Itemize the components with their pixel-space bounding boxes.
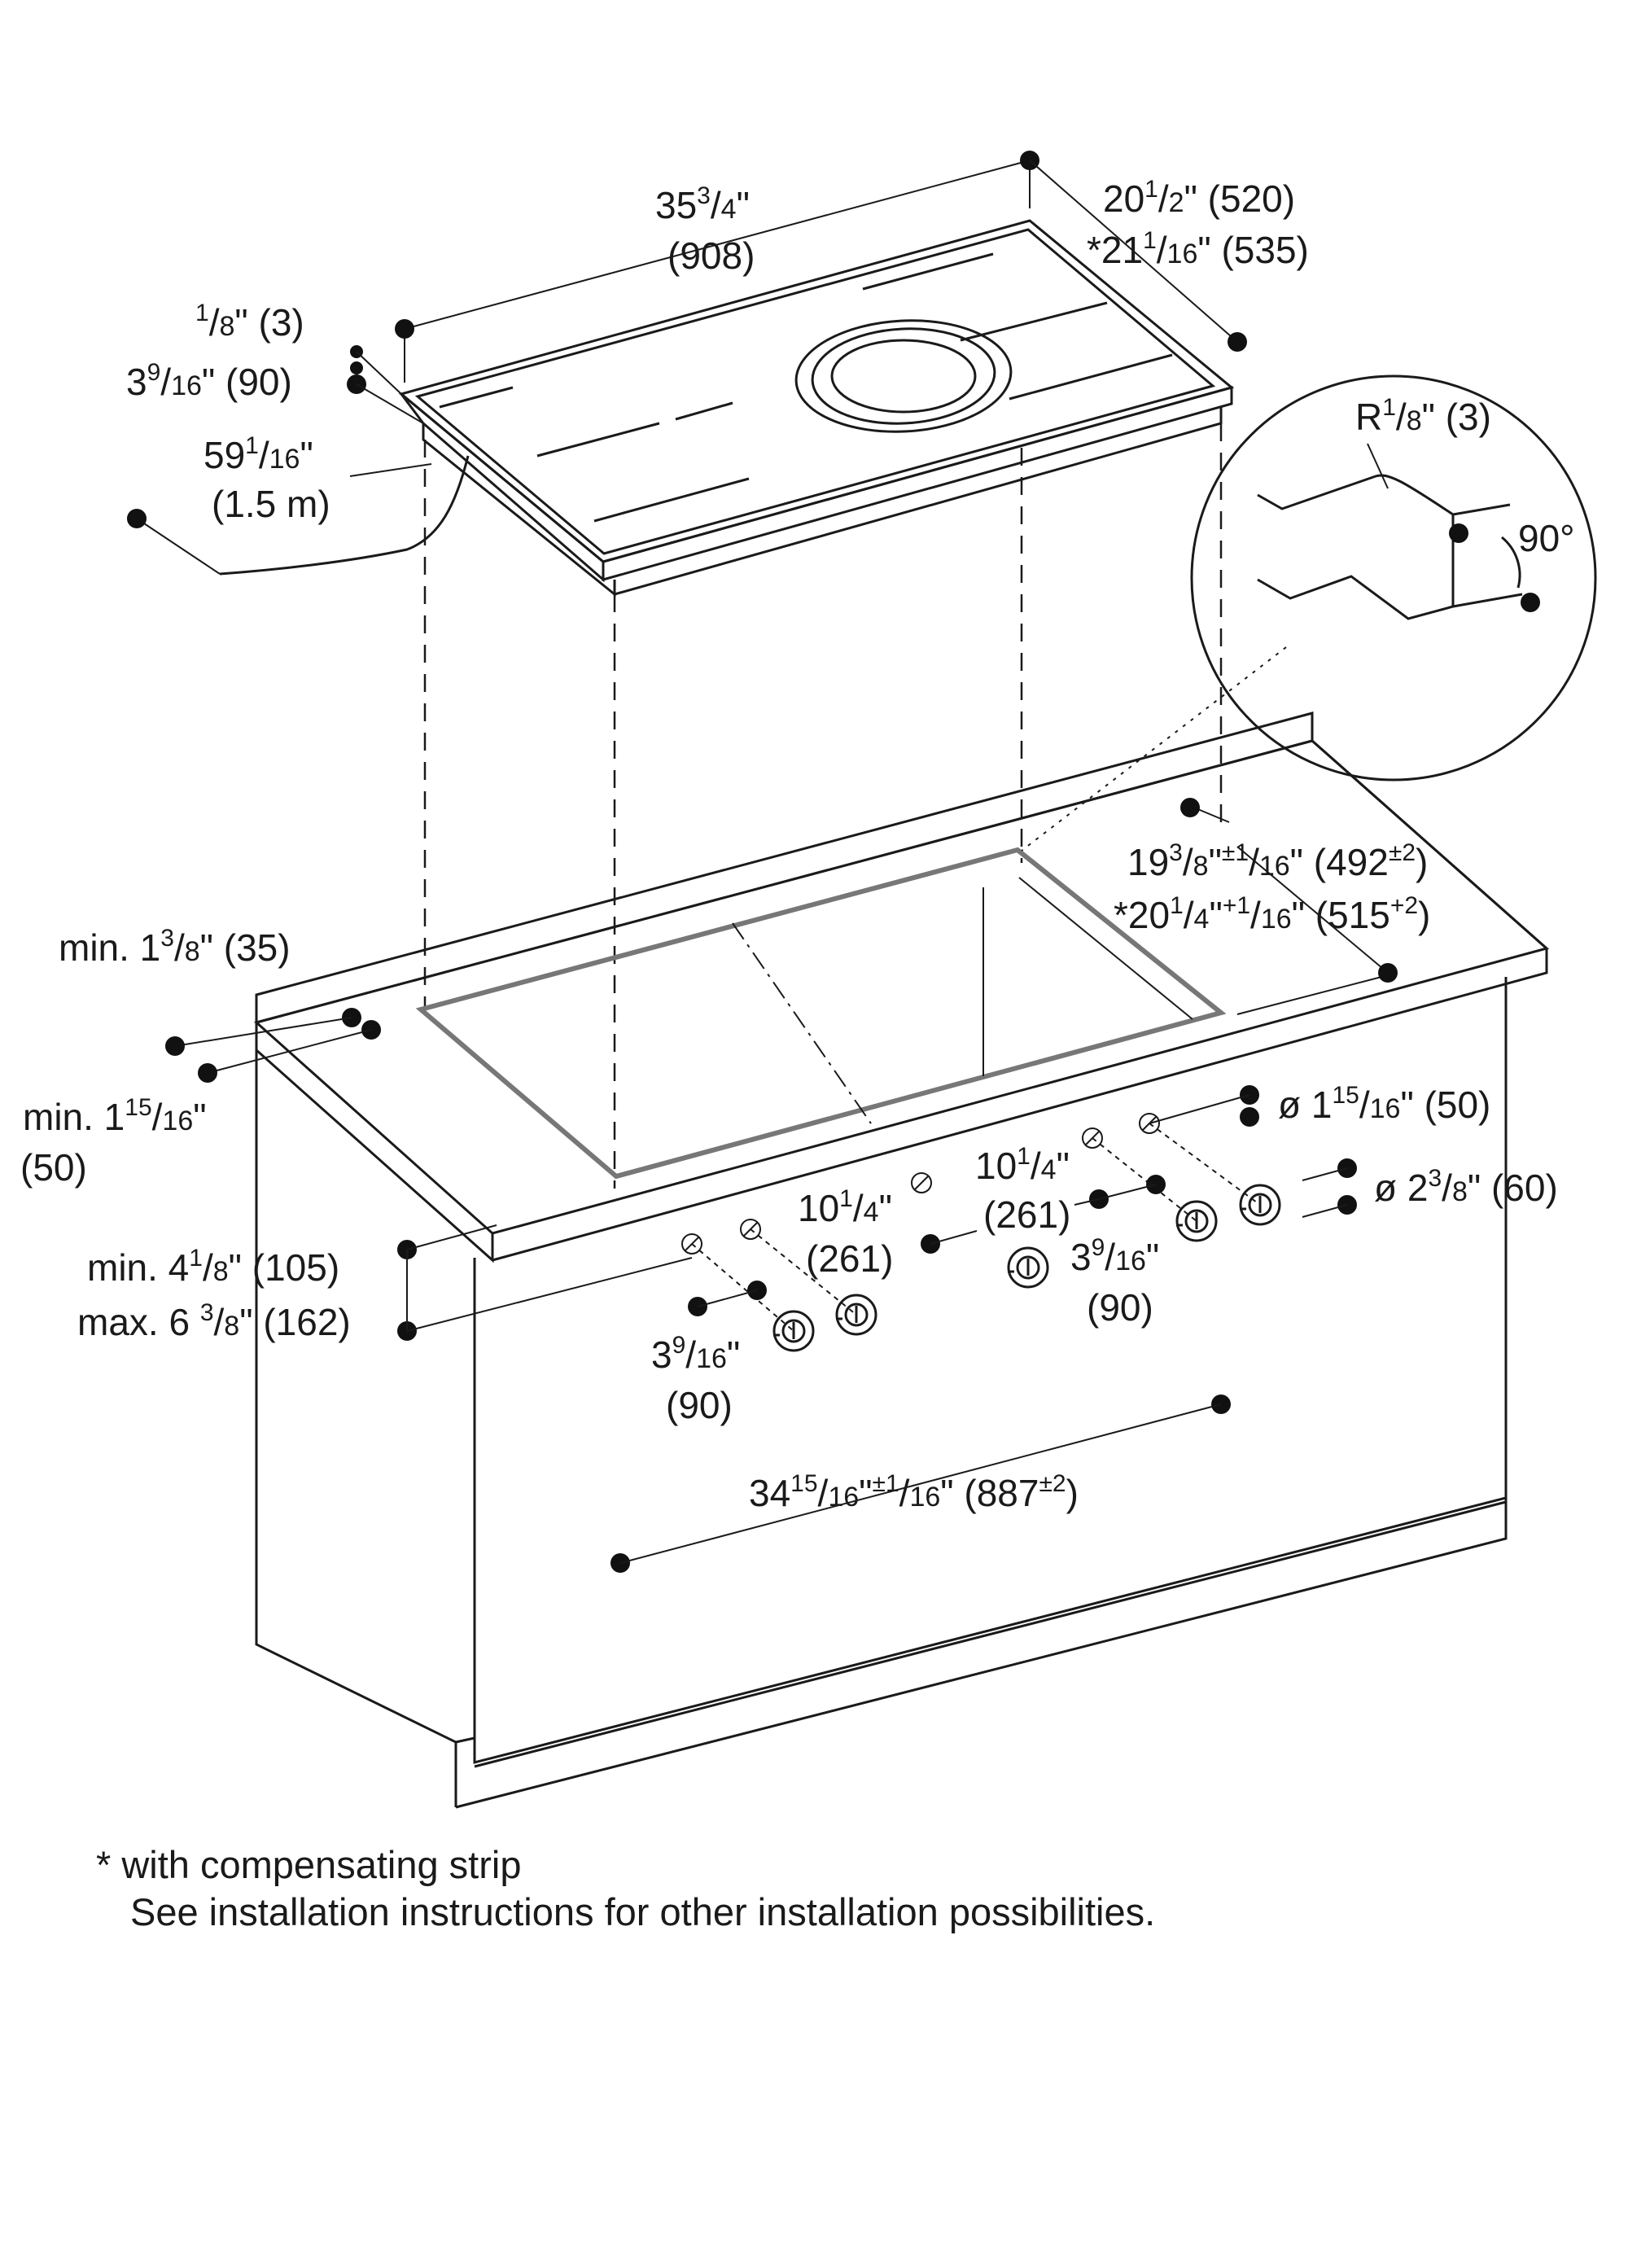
knob-1 xyxy=(772,1310,815,1352)
knob-2 xyxy=(835,1294,877,1336)
knob-height-max: max. 6 3/8" (162) xyxy=(77,1299,351,1343)
knob-clearance-dia: ø 23/8" (60) xyxy=(1374,1165,1558,1209)
footnote-line-1: * with compensating strip xyxy=(96,1843,522,1886)
dimension-labels: 353/4" (908) 201/2" (520) *211/16" (535)… xyxy=(20,176,1575,1514)
cord-length-metric: (1.5 m) xyxy=(212,483,330,525)
knob-pair-left-inch: 39/16" xyxy=(651,1332,740,1376)
cooktop-depth: 201/2" (520) xyxy=(1103,176,1295,220)
footnote-line-2: See installation instructions for other … xyxy=(130,1890,1156,1933)
dimension-lines xyxy=(127,151,1540,1573)
front-min-mm: (50) xyxy=(20,1146,87,1189)
footnote: * with compensating strip See installati… xyxy=(96,1841,1155,1936)
knob-4 xyxy=(1175,1200,1218,1242)
knob-pair-right-mm: (90) xyxy=(1087,1286,1153,1329)
backsplash-min: min. 13/8" (35) xyxy=(59,925,291,969)
knob-spacing-right-mm: (261) xyxy=(983,1193,1070,1236)
cooktop-width-inch: 353/4" xyxy=(655,182,750,226)
frame-thickness: 1/8" (3) xyxy=(195,300,304,344)
edge-detail-callout xyxy=(1021,374,1597,852)
knob-hole-dia: ø 115/16" (50) xyxy=(1278,1082,1490,1126)
knob-pair-left-mm: (90) xyxy=(666,1384,733,1426)
knob-pair-right-inch: 39/16" xyxy=(1070,1234,1159,1278)
cooktop-width-mm: (908) xyxy=(667,234,755,277)
cord-length-inch: 591/16" xyxy=(204,432,313,476)
cutout-width: 3415/16"±1/16" (887±2) xyxy=(749,1470,1079,1514)
cutout-depth: 193/8"±1/16" (492±2) xyxy=(1127,839,1428,883)
cooktop-height: 39/16" (90) xyxy=(126,359,292,403)
cutout-depth-strip: *201/4"+1/16" (515+2) xyxy=(1114,892,1430,936)
knob-spacing-left-inch: 101/4" xyxy=(798,1185,892,1229)
knob-spacing-left-mm: (261) xyxy=(806,1237,893,1280)
control-knobs xyxy=(681,1113,1281,1352)
cooktop-depth-strip: *211/16" (535) xyxy=(1087,227,1309,271)
knob-height-min: min. 41/8" (105) xyxy=(87,1245,339,1289)
projection-lines xyxy=(423,423,1223,1189)
edge-radius: R1/8" (3) xyxy=(1355,394,1491,438)
knob-spacing-right-inch: 101/4" xyxy=(975,1143,1070,1187)
front-min-inch: min. 115/16" xyxy=(23,1094,207,1138)
edge-angle: 90° xyxy=(1518,517,1575,559)
knob-3 xyxy=(1007,1246,1049,1289)
